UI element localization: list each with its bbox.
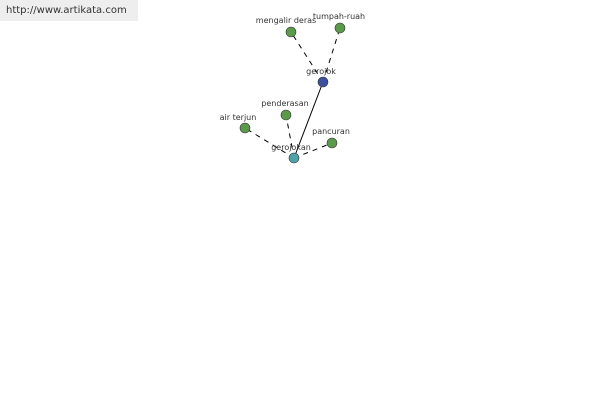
node-pancuran[interactable] — [326, 137, 338, 149]
node-label-pancuran: pancuran — [312, 127, 350, 136]
node-gerojokan[interactable] — [288, 152, 300, 164]
node-air-terjun[interactable] — [239, 122, 251, 134]
node-label-gerojokan: gerojokan — [271, 143, 311, 152]
edge-gerojokan-gerojok — [293, 81, 324, 159]
node-mengalir-deras[interactable] — [285, 26, 297, 38]
watermark-url: http://www.artikata.com — [0, 0, 138, 21]
node-tumpah-ruah[interactable] — [334, 22, 346, 34]
node-label-penderasan: penderasan — [261, 99, 308, 108]
node-penderasan[interactable] — [280, 109, 292, 121]
node-label-gerojok: gerojok — [306, 67, 336, 76]
node-gerojok[interactable] — [317, 76, 329, 88]
node-label-mengalir-deras: mengalir deras — [256, 16, 316, 25]
edge-gerojokan-penderasan — [285, 114, 295, 159]
node-label-tumpah-ruah: tumpah-ruah — [313, 12, 365, 21]
node-label-air-terjun: air terjun — [220, 113, 257, 122]
edge-gerojokan-pancuran — [293, 142, 333, 159]
